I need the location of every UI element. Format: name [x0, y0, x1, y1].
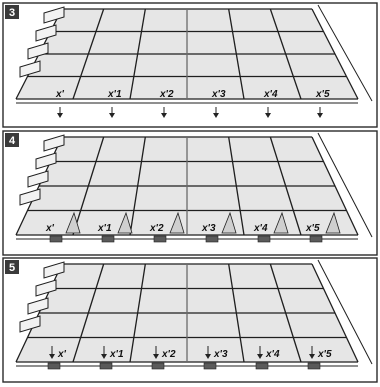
- marker-label: x'4: [265, 349, 280, 360]
- marker-label: x'5: [305, 223, 320, 234]
- foot-block: [258, 236, 270, 242]
- marker-label: x'2: [161, 349, 176, 360]
- foot-block: [154, 236, 166, 242]
- foot-block: [308, 363, 320, 369]
- marker-label: x'2: [149, 223, 164, 234]
- foot-block: [102, 236, 114, 242]
- step-number: 4: [9, 135, 16, 147]
- marker-label: x'1: [107, 89, 122, 100]
- foot-block: [310, 236, 322, 242]
- marker-label: x'3: [213, 349, 228, 360]
- marker-label: x'4: [263, 89, 278, 100]
- marker-label: x'1: [109, 349, 124, 360]
- foot-block: [206, 236, 218, 242]
- step-number: 5: [9, 262, 15, 274]
- panel-step-5: x' x'1 x'2 x'3 x'4 x'5 5: [3, 258, 377, 382]
- panel-step-4: x' x'1 x'2 x'3 x'4 x'5 4: [3, 131, 377, 255]
- marker-label: x'4: [253, 223, 268, 234]
- marker-label: x'3: [201, 223, 216, 234]
- foot-block: [100, 363, 112, 369]
- marker-label: x': [57, 349, 67, 360]
- panel-step-3: x' x'1 x'2 x'3 x'4 x'5 3: [3, 3, 377, 127]
- marker-label: x'5: [317, 349, 332, 360]
- step-number: 3: [9, 7, 15, 19]
- marker-label: x': [55, 89, 65, 100]
- marker-label: x'3: [211, 89, 226, 100]
- foot-block: [152, 363, 164, 369]
- foot-block: [48, 363, 60, 369]
- marker-label: x'5: [315, 89, 330, 100]
- marker-label: x'2: [159, 89, 174, 100]
- foot-block: [204, 363, 216, 369]
- marker-label: x': [45, 223, 55, 234]
- foot-block: [50, 236, 62, 242]
- foot-block: [256, 363, 268, 369]
- marker-label: x'1: [97, 223, 112, 234]
